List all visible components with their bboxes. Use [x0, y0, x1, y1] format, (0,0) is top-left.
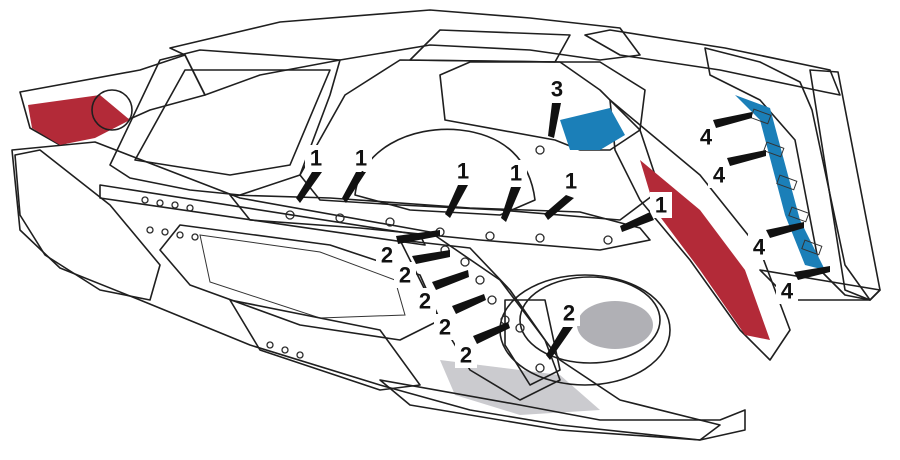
- floor-pan: [159, 224, 441, 341]
- upper-quarter-blue: [439, 61, 646, 151]
- callout-2b-label: 2: [399, 263, 411, 288]
- callout-1e: 1: [544, 168, 582, 220]
- rear-frame-red: [584, 29, 841, 96]
- callout-4b: 4: [708, 150, 766, 188]
- floor-holes: [141, 196, 304, 359]
- callout-4a: 4: [695, 112, 752, 150]
- callout-1c-label: 1: [457, 159, 469, 184]
- front-upper-panel: [19, 54, 206, 146]
- callout-3: 3: [546, 76, 568, 138]
- rear-window-frame-blue: [704, 47, 871, 301]
- floor-pan-recess: [199, 234, 406, 319]
- callout-1a-label: 1: [310, 146, 322, 171]
- callout-1f-label: 1: [655, 193, 667, 218]
- callout-1c: 1: [445, 158, 474, 218]
- callout-2f-label: 2: [563, 301, 575, 326]
- callout-2d-label: 2: [439, 315, 451, 340]
- wheel-tub-shadow: [577, 301, 653, 349]
- callout-4d: 4: [776, 266, 830, 304]
- callout-2e-label: 2: [460, 343, 472, 368]
- callout-1d-label: 1: [510, 161, 522, 186]
- callout-2b: 2: [394, 250, 450, 288]
- rear-pillar-shade: [640, 160, 770, 340]
- floor-and-sill-panels: [11, 141, 721, 441]
- wheel-tub-bracket: [504, 299, 561, 386]
- callout-4c-label: 4: [753, 235, 766, 260]
- callout-4c: 4: [748, 222, 804, 260]
- callout-4a-label: 4: [700, 125, 713, 150]
- roof-side-frame: [169, 9, 641, 96]
- front-window-opening: [134, 69, 331, 176]
- rear-frame-slots: [750, 108, 823, 256]
- callout-1b-label: 1: [355, 146, 367, 171]
- front-upper-shade: [28, 95, 130, 145]
- lower-floor-panel: [11, 141, 721, 441]
- callout-2a: 2: [376, 230, 440, 268]
- callouts: 1 1 1 1 1 1 2: [296, 76, 830, 368]
- sill-reinforcement-blue: [229, 194, 651, 251]
- wheel-tub-inner: [519, 276, 661, 364]
- callout-4d-label: 4: [781, 279, 794, 304]
- callout-2d: 2: [434, 294, 486, 340]
- callout-2c-label: 2: [419, 289, 431, 314]
- callout-2e: 2: [455, 322, 510, 368]
- callout-2c: 2: [414, 270, 469, 314]
- lower-tunnel: [229, 299, 421, 391]
- callout-4b-label: 4: [713, 163, 726, 188]
- callout-3-label: 3: [551, 77, 563, 102]
- callout-1a: 1: [296, 145, 327, 203]
- callout-2a-label: 2: [381, 243, 393, 268]
- callout-1d: 1: [501, 160, 527, 222]
- spare-wheel-well: [499, 274, 671, 386]
- b-pillar-and-door-frame: [109, 49, 341, 196]
- front-subframe: [14, 149, 161, 301]
- sill-rail: [99, 184, 426, 246]
- callout-1b: 1: [342, 145, 372, 203]
- callout-2f: 2: [546, 300, 580, 360]
- rear-pillar-red: [609, 99, 791, 361]
- callout-1e-label: 1: [565, 169, 577, 194]
- lower-sill-blue: [379, 379, 746, 441]
- upper-quarter-blue-shade: [560, 108, 625, 150]
- upper-body-panels: [19, 9, 881, 361]
- callout-1f: 1: [620, 192, 672, 232]
- lower-floor-shading: [440, 360, 600, 415]
- wheel-arch-inner: [354, 128, 536, 216]
- front-spring-mount: [91, 89, 133, 131]
